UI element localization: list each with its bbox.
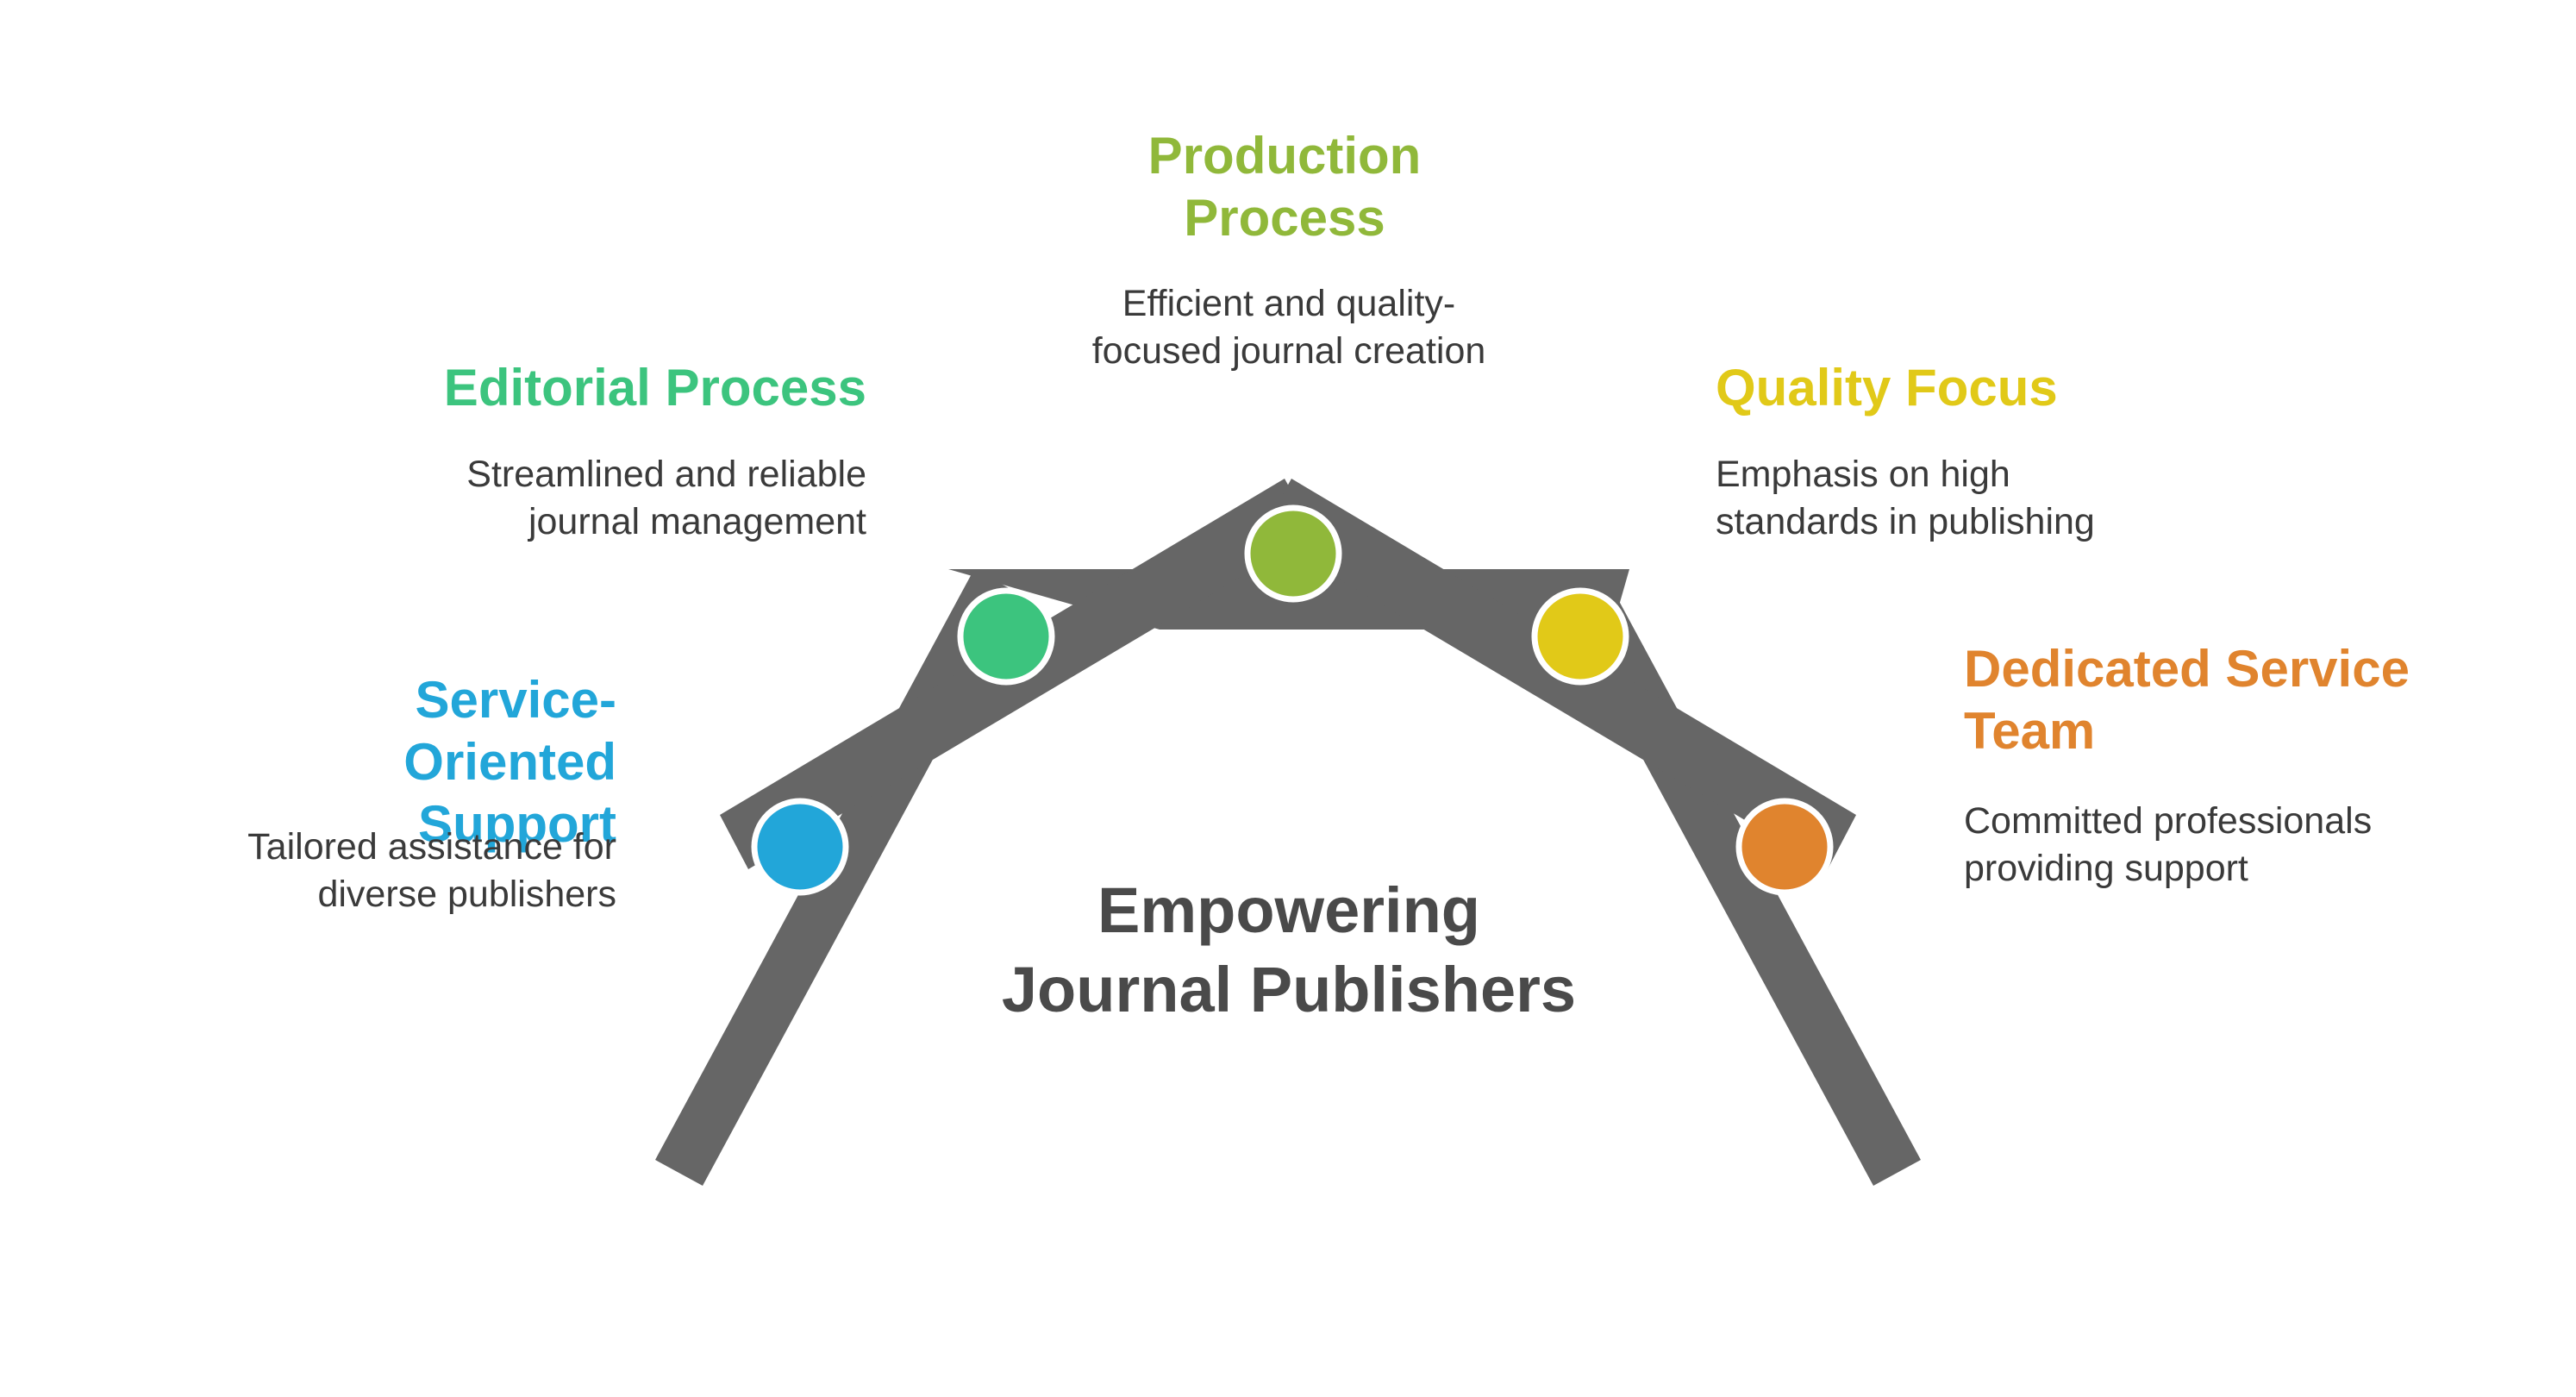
quality-description: Emphasis on high standards in publishing: [1716, 454, 2095, 542]
quality-node-icon: [1531, 587, 1629, 686]
service-node-icon: [751, 798, 849, 896]
production-heading: Production Process: [1147, 127, 1422, 247]
team-node-icon: [1735, 798, 1834, 896]
diagram-title: Empowering Journal Publishers: [1001, 874, 1577, 1025]
editorial-description: Streamlined and reliable journal managem…: [466, 454, 866, 542]
service-description: Tailored assistance for diverse publishe…: [247, 826, 616, 915]
quality-heading: Quality Focus: [1716, 359, 2058, 417]
team-heading: Dedicated Service Team: [1964, 640, 2410, 760]
editorial-heading: Editorial Process: [443, 359, 866, 417]
production-description: Efficient and quality-focused journal cr…: [1091, 283, 1486, 372]
production-node-icon: [1244, 504, 1342, 603]
service-heading: Service-Oriented Support: [403, 671, 616, 853]
editorial-node-icon: [957, 587, 1055, 686]
team-description: Committed professionals providing suppor…: [1964, 800, 2373, 889]
